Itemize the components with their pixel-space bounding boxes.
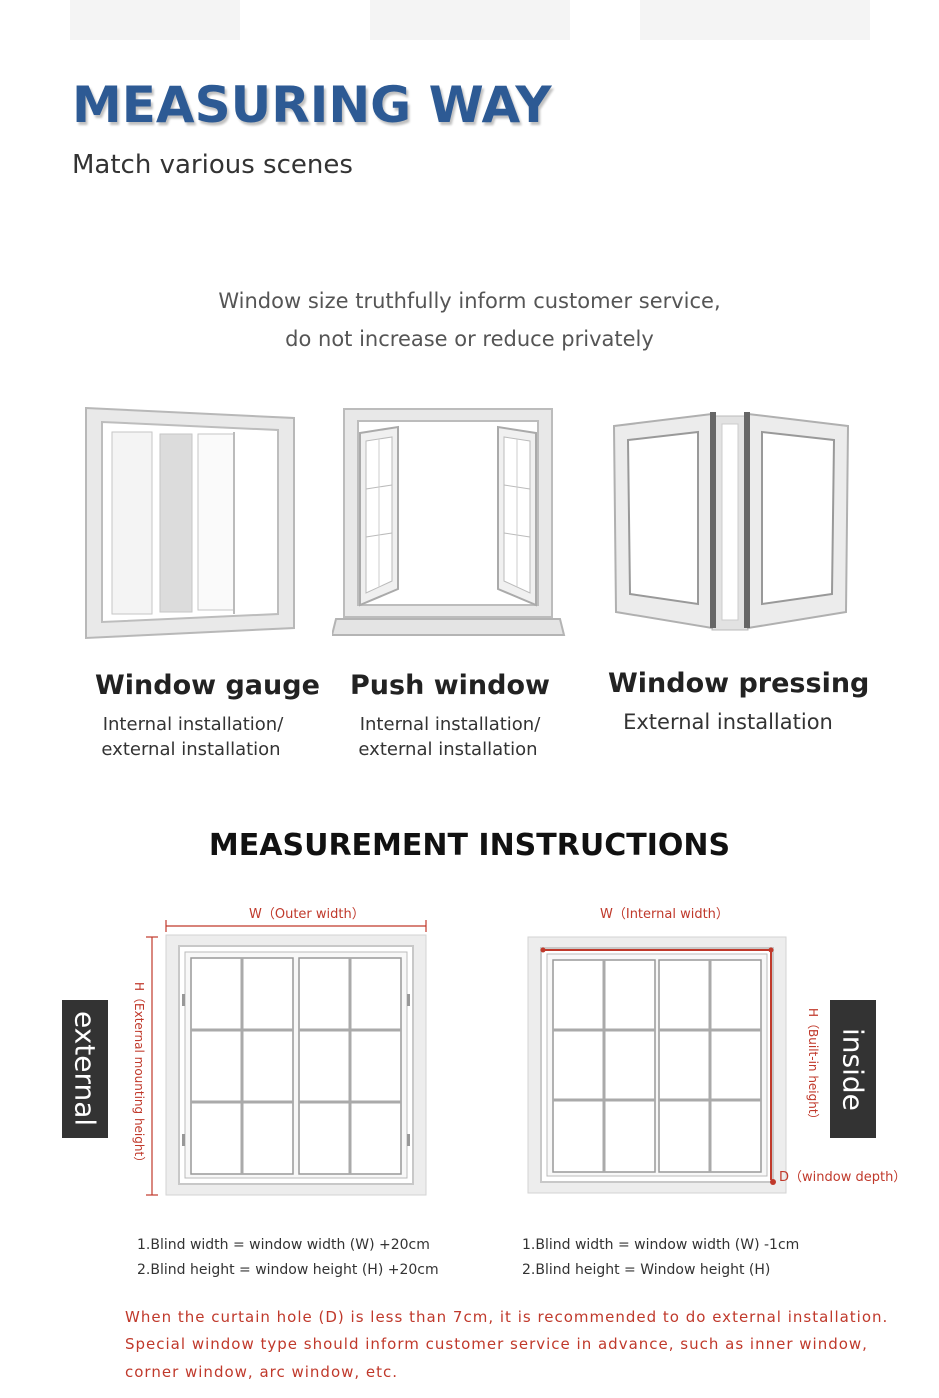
window-type-name-pressing: Window pressing xyxy=(608,668,870,699)
sliding-window-illustration xyxy=(85,406,295,640)
external-formula-height: 2.Blind height = window height (H) +20cm xyxy=(137,1262,439,1278)
inside-tag: inside xyxy=(830,1000,876,1138)
window-type-name-push: Push window xyxy=(350,670,550,701)
intro-line-2: do not increase or reduce privately xyxy=(285,327,654,351)
window-type-desc-gauge-1: Internal installation/ xyxy=(102,714,284,735)
page-subtitle: Match various scenes xyxy=(72,150,353,180)
inside-tag-text: inside xyxy=(836,1027,870,1111)
window-depth-label: D（window depth） xyxy=(779,1170,907,1185)
internal-width-label: W（Internal width） xyxy=(600,907,729,922)
built-in-height-label: H（Built-in height） xyxy=(806,1008,820,1126)
window-type-name-gauge: Window gauge xyxy=(95,670,320,701)
casement-window-illustration xyxy=(612,412,850,631)
inside-formula-width: 1.Blind width = window width (W) -1cm xyxy=(522,1237,800,1253)
top-faded-strip xyxy=(70,0,870,40)
external-formula-width: 1.Blind width = window width (W) +20cm xyxy=(137,1237,430,1253)
push-window-illustration xyxy=(332,408,566,636)
note-line-3: corner window, arc window, etc. xyxy=(125,1363,399,1381)
page-title: MEASURING WAY xyxy=(72,76,552,134)
external-height-dimension-line xyxy=(146,936,158,1196)
inside-window-diagram xyxy=(527,936,787,1194)
window-type-desc-gauge-2: external installation xyxy=(101,739,281,760)
note-line-1: When the curtain hole (D) is less than 7… xyxy=(125,1308,889,1326)
external-height-label: H（External mounting height） xyxy=(132,982,146,1169)
note-line-2: Special window type should inform custom… xyxy=(125,1335,868,1353)
outer-width-label: W（Outer width） xyxy=(249,907,365,922)
external-window-diagram xyxy=(165,934,427,1196)
external-tag-text: external xyxy=(68,1011,102,1127)
external-tag: external xyxy=(62,1000,108,1138)
window-type-desc-push-1: Internal installation/ xyxy=(359,714,541,735)
intro-line-1: Window size truthfully inform customer s… xyxy=(218,289,721,313)
window-type-desc-push-2: external installation xyxy=(358,739,538,760)
outer-width-dimension-line xyxy=(165,920,427,932)
window-type-desc-pressing: External installation xyxy=(623,710,833,734)
inside-formula-height: 2.Blind height = Window height (H) xyxy=(522,1262,771,1278)
measurement-section-title: MEASUREMENT INSTRUCTIONS xyxy=(208,828,731,863)
